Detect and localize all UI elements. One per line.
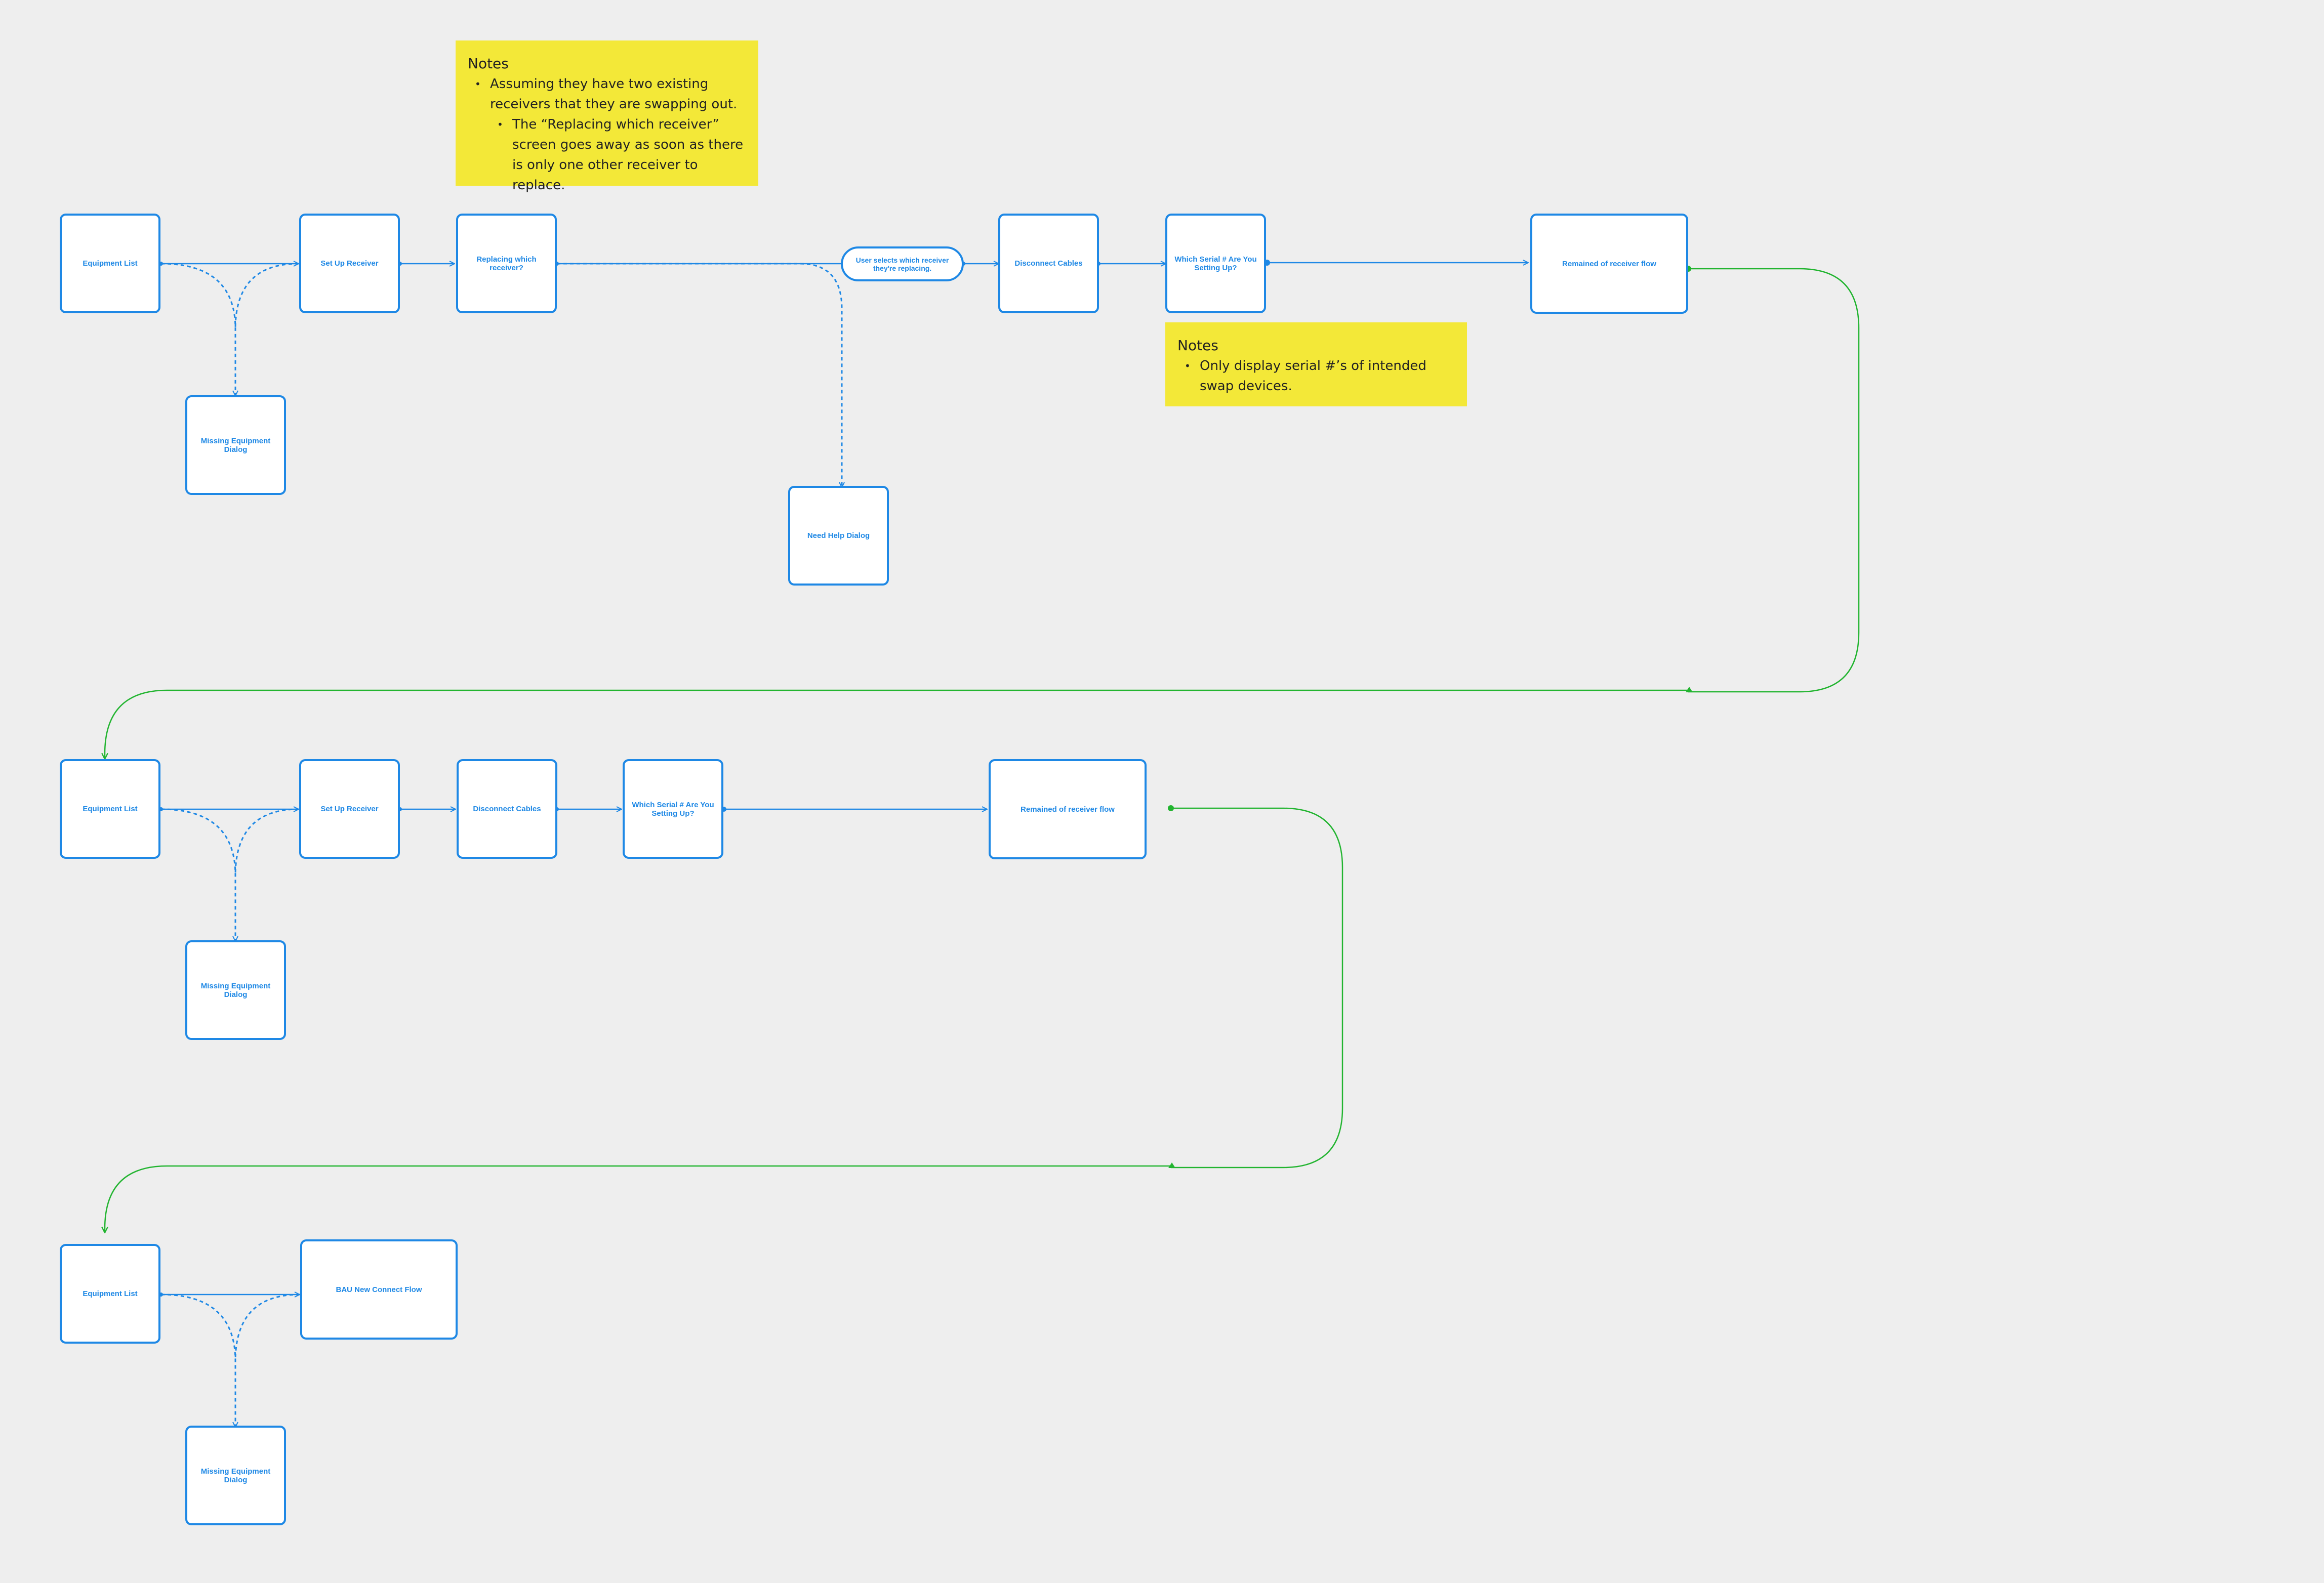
- node-set-up-receiver[interactable]: Set Up Receiver: [299, 214, 400, 313]
- note-bullets: Assuming they have two existing receiver…: [468, 74, 746, 195]
- row1-dashed-connectors: [160, 263, 842, 487]
- node-which-serial[interactable]: Which Serial # Are You Setting Up?: [1165, 214, 1266, 313]
- node-missing-equipment-dialog[interactable]: Missing Equipment Dialog: [185, 395, 286, 495]
- node-remained-receiver-flow[interactable]: Remained of receiver flow: [1530, 214, 1688, 314]
- note-bullet-text: Assuming they have two existing receiver…: [490, 76, 738, 112]
- node-missing-equipment-dialog[interactable]: Missing Equipment Dialog: [185, 940, 286, 1040]
- node-equipment-list[interactable]: Equipment List: [60, 759, 160, 859]
- green-dots: [1168, 266, 1693, 1168]
- node-which-serial[interactable]: Which Serial # Are You Setting Up?: [623, 759, 723, 859]
- note-bullet-text: Only display serial #’s of intended swap…: [1200, 358, 1426, 394]
- node-disconnect-cables[interactable]: Disconnect Cables: [998, 214, 1099, 313]
- note-bullet: Only display serial #’s of intended swap…: [1185, 356, 1455, 396]
- node-missing-equipment-dialog[interactable]: Missing Equipment Dialog: [185, 1426, 286, 1525]
- node-set-up-receiver[interactable]: Set Up Receiver: [299, 759, 400, 859]
- node-equipment-list[interactable]: Equipment List: [60, 1244, 160, 1344]
- note-bullet: Assuming they have two existing receiver…: [475, 74, 746, 195]
- note-title: Notes: [468, 55, 509, 72]
- note-sub-bullet-text: The “Replacing which receiver” screen go…: [512, 117, 744, 193]
- note-sub-bullet: The “Replacing which receiver” screen go…: [497, 114, 746, 195]
- sticky-note-replacing: Notes Assuming they have two existing re…: [456, 40, 758, 193]
- node-bau-new-connect-flow[interactable]: BAU New Connect Flow: [300, 1239, 458, 1340]
- node-disconnect-cables[interactable]: Disconnect Cables: [457, 759, 557, 859]
- note-title: Notes: [1177, 337, 1218, 354]
- sticky-note-serial: Notes Only display serial #’s of intende…: [1165, 322, 1467, 406]
- green-flow-connectors: [105, 268, 1860, 1233]
- note-sub-bullets: The “Replacing which receiver” screen go…: [490, 114, 746, 195]
- node-equipment-list[interactable]: Equipment List: [60, 214, 160, 313]
- row3-dashed-connectors: [160, 1294, 300, 1427]
- node-need-help-dialog[interactable]: Need Help Dialog: [788, 486, 889, 586]
- node-replacing-which-receiver[interactable]: Replacing which receiver?: [456, 214, 557, 313]
- node-user-selects[interactable]: User selects which receiver they're repl…: [841, 246, 964, 281]
- note-bullets: Only display serial #’s of intended swap…: [1177, 356, 1455, 396]
- node-remained-receiver-flow[interactable]: Remained of receiver flow: [989, 759, 1147, 859]
- row2-dashed-connectors: [160, 808, 299, 941]
